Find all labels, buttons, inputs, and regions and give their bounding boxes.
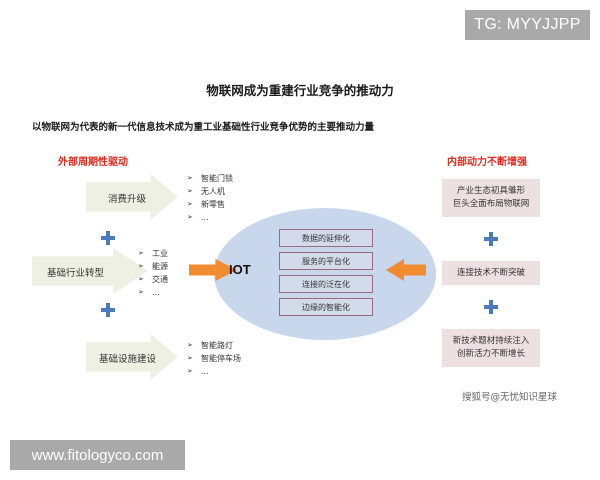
arrow-left-icon [386,259,426,281]
box-line: 巨头全面布局物联网 [452,199,530,209]
left-heading: 外部周期性驱动 [58,157,128,168]
trend-box: 边缘的智能化 [279,298,373,316]
bullet-item: ➢新零售 [187,200,225,209]
arrow-right-icon [189,259,237,281]
bullet-arrow-icon: ➢ [187,367,193,375]
plus-icon [101,231,115,245]
bullet-arrow-icon: ➢ [187,200,193,208]
bullet-arrow-icon: ➢ [187,213,193,221]
driver-bullets: ➢智能门锁 ➢无人机 ➢新零售 ➢... [187,172,233,224]
diagram-title: 物联网成为重建行业竞争的推动力 [206,83,394,98]
bullet-item: ➢能源 [138,262,168,271]
internal-factor-box: 连接技术不断突破 [442,261,540,285]
bullet-item: ➢智能停车场 [187,354,241,363]
driver-label: 基础设施建设 [99,354,157,365]
bullet-arrow-icon: ➢ [187,354,193,362]
right-heading: 内部动力不断增强 [447,157,527,168]
bullet-item: ➢无人机 [187,187,225,196]
bullet-item: ➢... [187,213,209,222]
bullet-arrow-icon: ➢ [187,341,193,349]
internal-factor-box: 产业生态初具雏形 巨头全面布局物联网 [442,179,540,217]
box-line: 产业生态初具雏形 [456,186,525,196]
iot-label: IOT [229,262,251,277]
box-line: 连接技术不断突破 [456,267,525,278]
driver-bullets: ➢智能路灯 ➢智能停车场 ➢... [187,339,241,378]
diagram-subtitle: 以物联网为代表的新一代信息技术成为重工业基础性行业竞争优势的主要推动力量 [32,122,375,133]
trend-box: 数据的延伸化 [279,229,373,247]
bullet-arrow-icon: ➢ [138,275,144,283]
internal-factor-box: 新技术题材持续注入 创新活力不断增长 [442,329,540,367]
source-credit: 搜狐号@无忧知识星球 [462,392,558,403]
watermark-top: TG: MYYJJPP [465,10,590,40]
box-line: 创新活力不断增长 [456,349,525,359]
bullet-item: ➢工业 [138,249,168,258]
driver-consumption: 消费升级 [86,174,178,220]
watermark-bottom: www.fitologyco.com [10,440,185,470]
bullet-arrow-icon: ➢ [187,174,193,182]
box-line: 新技术题材持续注入 [452,336,530,346]
plus-icon [484,300,498,314]
bullet-item: ➢智能路灯 [187,341,233,350]
driver-bullets: ➢工业 ➢能源 ➢交通 ➢... [138,247,168,299]
bullet-item: ➢... [138,288,160,297]
trend-box: 连接的泛在化 [279,275,373,293]
plus-icon [101,303,115,317]
bullet-item: ➢交通 [138,275,168,284]
driver-label: 基础行业转型 [47,268,105,279]
bullet-item: ➢... [187,367,209,376]
driver-label: 消费升级 [108,194,147,205]
driver-infrastructure: 基础设施建设 [86,334,178,380]
bullet-arrow-icon: ➢ [138,262,144,270]
bullet-item: ➢智能门锁 [187,174,233,183]
bullet-arrow-icon: ➢ [138,288,144,296]
bullet-arrow-icon: ➢ [138,249,144,257]
plus-icon [484,232,498,246]
trend-box: 服务的平台化 [279,252,373,270]
driver-industry: 基础行业转型 [32,248,148,294]
bullet-arrow-icon: ➢ [187,187,193,195]
